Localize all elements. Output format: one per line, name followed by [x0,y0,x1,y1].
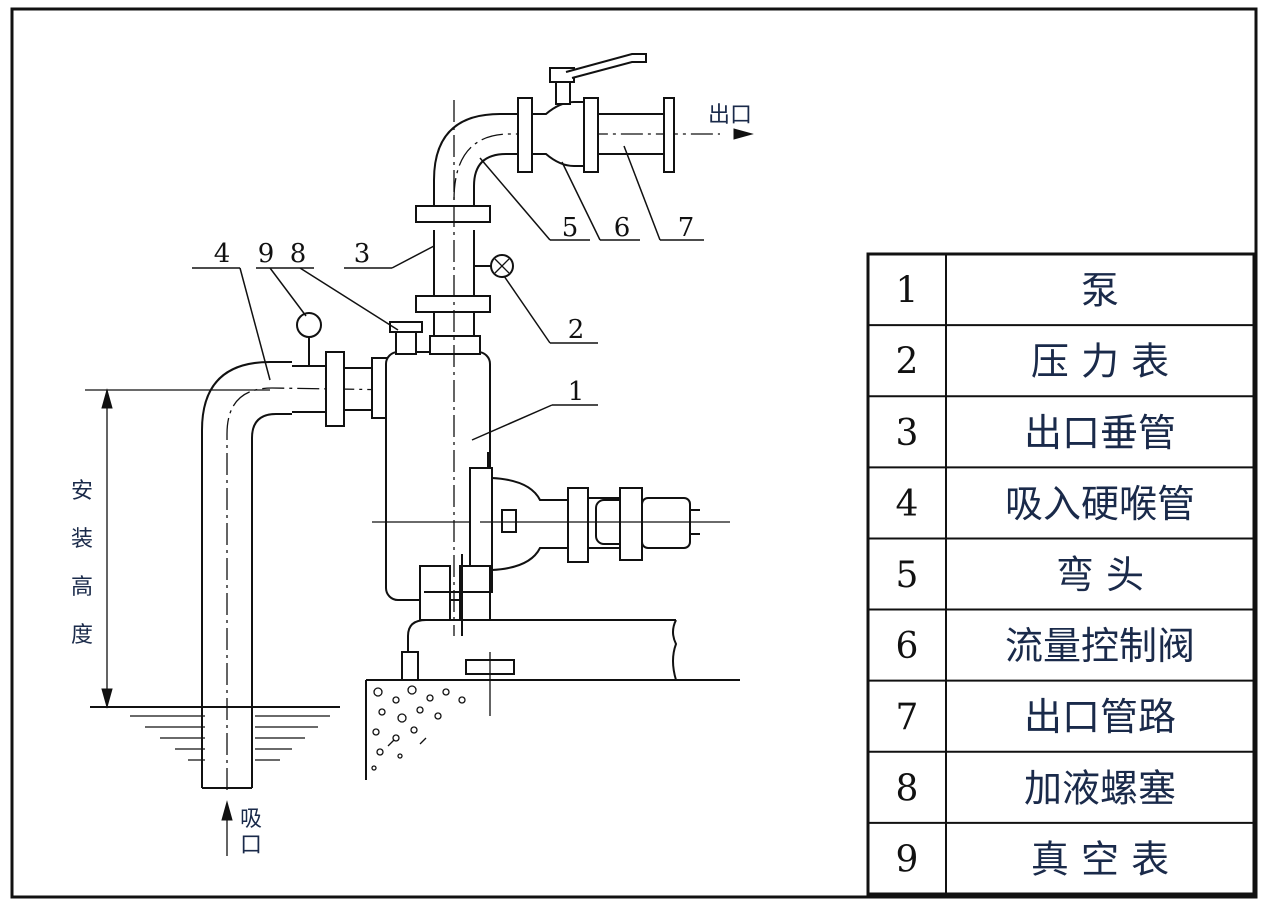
install-height-label: 安 装 高 度 [71,479,93,648]
inlet-label: 吸口 [240,807,262,858]
callout-1: 1 [568,377,585,407]
callout-6: 6 [614,213,631,243]
pump-body [372,321,730,621]
legend-table: 1 泵 2 压 力 表 3 出口垂管 4 吸入硬喉管 5 弯 头 6 流量控制阀 7 出口管路 8 加液螺塞 9… [866,252,1256,896]
foundation [365,619,740,780]
legend-number: 1 [896,271,919,312]
legend-name: 泵 [1081,269,1119,313]
concrete-hatch [371,685,466,771]
legend-name: 压 力 表 [1031,340,1169,384]
suction-pipe [201,351,401,790]
legend-number: 9 [896,839,919,880]
install-height-char-2: 装 [71,527,93,552]
callout-4: 4 [214,239,231,269]
install-height-char-3: 高 [71,575,93,600]
callout-2: 2 [568,315,585,345]
legend-name: 加液螺塞 [1024,766,1176,810]
callout-5: 5 [562,213,579,243]
pump-drawing [85,53,754,856]
legend-number: 7 [896,697,919,738]
outer-frame [10,7,1258,899]
callout-9: 9 [258,239,275,269]
outlet-label: 出口 [708,103,752,128]
callout-7: 7 [678,213,695,243]
callout-leaders [192,145,704,441]
legend-name: 流量控制阀 [1005,624,1195,668]
inlet-arrow [221,800,233,856]
callout-8: 8 [290,239,307,269]
outlet-elbow [433,113,720,206]
pressure-gauge [474,254,514,278]
install-height-char-4: 度 [71,623,93,648]
water-surface [90,706,340,761]
legend-number: 4 [896,484,919,525]
svg-text:吸口: 吸口 [240,807,262,858]
callout-numbers: 1 2 3 4 5 6 7 8 9 [214,213,695,407]
legend-number: 5 [896,555,919,596]
legend-name: 出口垂管 [1024,411,1176,455]
legend-number: 2 [896,342,919,383]
legend-number: 6 [896,626,919,667]
outlet-pipe [598,97,754,173]
flow-control-valve [517,53,647,173]
callout-3: 3 [354,239,371,269]
legend-name: 吸入硬喉管 [1005,482,1195,526]
legend-number: 8 [896,768,919,809]
legend-name: 真 空 表 [1031,837,1169,881]
legend-name: 出口管路 [1024,695,1176,739]
install-height-char-1: 安 [71,479,93,504]
legend-number: 3 [896,413,919,454]
vacuum-gauge [296,312,322,366]
install-height-dimension [85,388,270,709]
legend-name: 弯 头 [1056,553,1144,597]
